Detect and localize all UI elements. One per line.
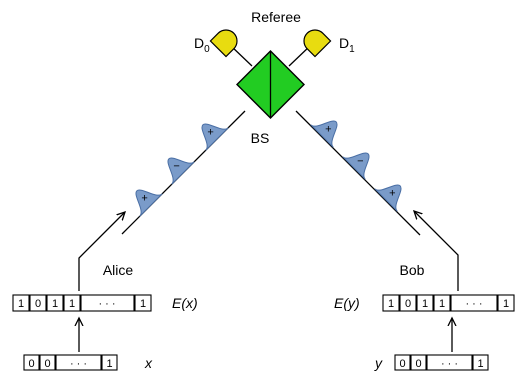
bob-pulse-2-sign: − (357, 156, 363, 168)
bob-routing-arrow (414, 211, 459, 291)
alice-pulse-2-sign: − (173, 161, 179, 173)
bob-label: Bob (400, 262, 425, 278)
bob-input-bit: 1 (477, 358, 483, 370)
bob-pulse-1-sign: + (325, 124, 331, 136)
alice-input-register (23, 354, 118, 371)
alice-code-bit: 1 (18, 298, 24, 310)
detector-d0-label: D0 (194, 35, 210, 55)
alice-code-bit: 0 (35, 298, 41, 310)
detector-d1-icon (303, 29, 332, 58)
alice-pulse-1: + (135, 189, 163, 217)
detector-d0-icon (209, 29, 238, 58)
bob-input-ellipsis: · · · (441, 358, 458, 370)
alice-input-label: x (144, 355, 153, 371)
alice-input-bit: 0 (28, 358, 34, 370)
bob-beam-line (295, 110, 421, 236)
bob-codeword-label: E(y) (334, 295, 360, 311)
bob-code-bit: 1 (388, 298, 394, 310)
alice-pulse-3-sign: + (207, 127, 213, 139)
referee-label: Referee (251, 9, 301, 25)
bob-code-bit: 1 (439, 298, 445, 310)
bob-code-ellipsis: · · · (465, 298, 482, 310)
alice-pulse-3: + (201, 123, 229, 151)
bob-input-bit: 0 (399, 358, 405, 370)
bob-pulse-3-sign: + (389, 188, 395, 200)
bob-code-bit: 1 (503, 298, 509, 310)
alice-pulse-2: − (167, 157, 195, 185)
bob-code-bit: 1 (422, 298, 428, 310)
alice-code-bit: 1 (52, 298, 58, 310)
bob-input-bit: 0 (415, 358, 421, 370)
alice-codeword-register (12, 294, 152, 312)
bob-input-label: y (374, 355, 383, 371)
bob-pulse-2: − (342, 152, 370, 180)
alice-code-ellipsis: · · · (98, 298, 115, 310)
detector-d1-label: D1 (339, 35, 355, 55)
bob-input-register (394, 354, 489, 371)
bob-pulse-3: + (374, 184, 402, 212)
alice-code-bit: 1 (140, 298, 146, 310)
alice-input-bit: 0 (44, 358, 50, 370)
alice-pulse-1-sign: + (141, 193, 147, 205)
alice-routing-arrow (78, 212, 125, 291)
bob-pulse-1: + (310, 120, 338, 148)
bob-code-bit: 0 (405, 298, 411, 310)
alice-codeword-label: E(x) (172, 295, 198, 311)
alice-input-ellipsis: · · · (70, 358, 87, 370)
alice-input-bit: 1 (106, 358, 112, 370)
beam-splitter-label: BS (251, 130, 270, 146)
bob-codeword-register (382, 294, 515, 312)
alice-code-bit: 1 (69, 298, 75, 310)
alice-label: Alice (103, 262, 134, 278)
